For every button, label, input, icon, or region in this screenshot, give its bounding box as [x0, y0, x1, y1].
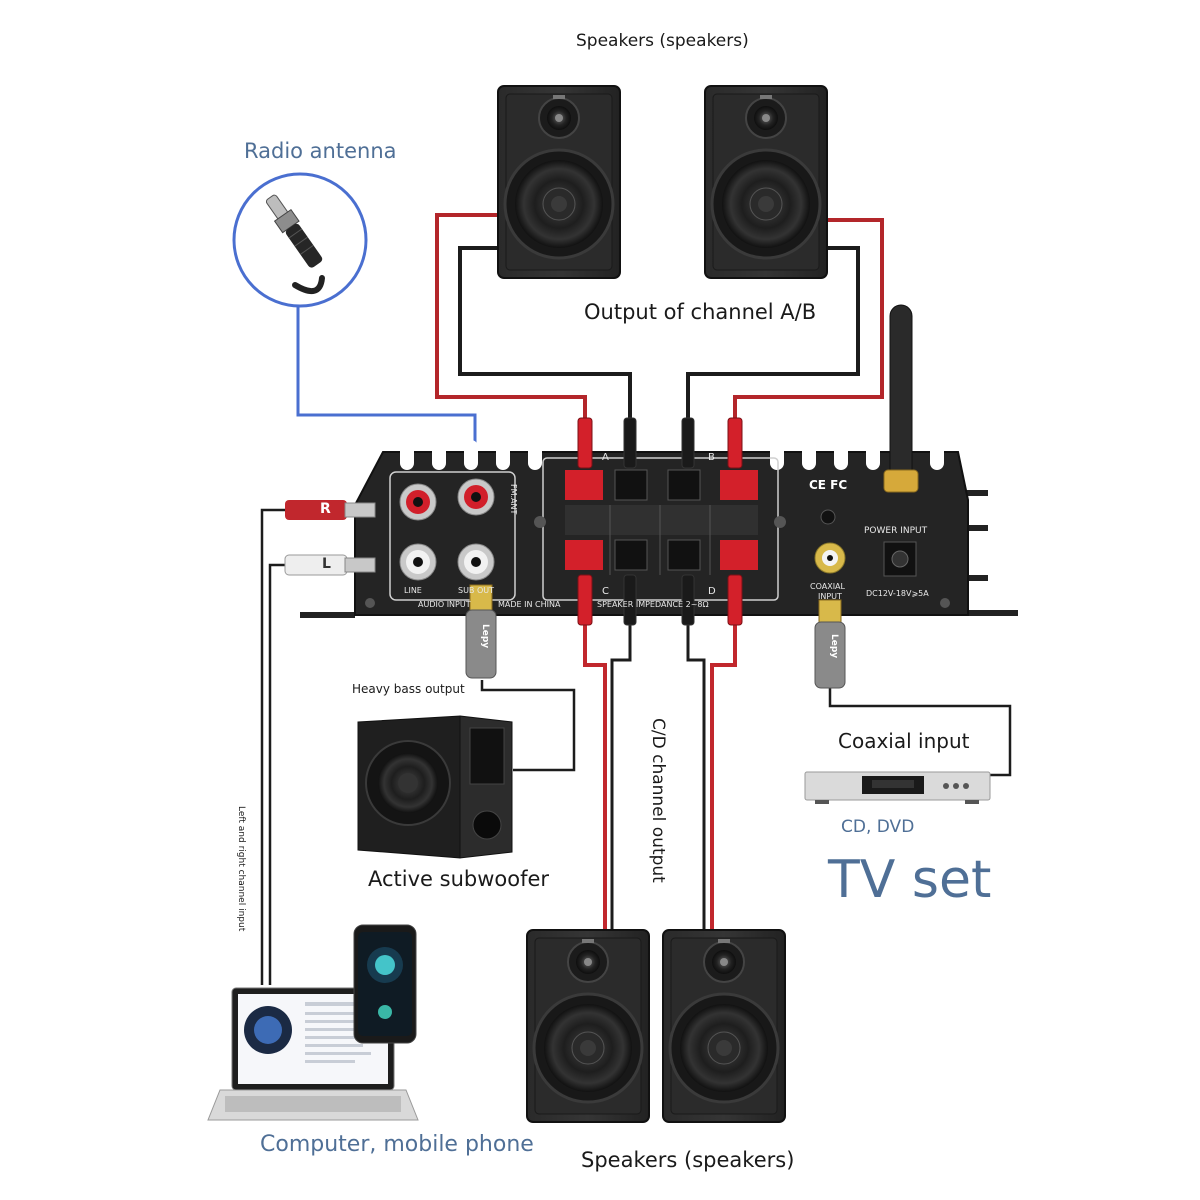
label-heavy-bass: Heavy bass output [352, 682, 465, 696]
panel-terminal-c: C [602, 586, 609, 597]
panel-sub-out: SUB OUT [458, 586, 495, 595]
wire-bottom-black-2 [686, 625, 706, 935]
panel-made-in-china: MADE IN CHINA [498, 600, 561, 609]
mobile-phone [353, 924, 417, 1044]
subwoofer [357, 715, 513, 859]
speaker-top-left [496, 84, 622, 280]
wire-top-right-black [686, 246, 860, 430]
speaker-plugs-top [577, 417, 743, 469]
label-computer-phone: Computer, mobile phone [260, 1132, 534, 1157]
speaker-bottom-right [661, 928, 787, 1124]
panel-terminal-d: D [708, 586, 716, 597]
panel-dc-spec: DC12V-18V⩾5A [866, 589, 929, 598]
wire-top-left-black [458, 246, 632, 430]
panel-coaxial-input: INPUT [818, 592, 842, 601]
wire-input-r [260, 508, 285, 985]
speaker-top-right [703, 84, 829, 280]
label-lr-input: Left and right channel input [236, 806, 246, 932]
panel-fm-ant: FM.ANT [509, 484, 518, 515]
panel-coaxial: COAXIAL [810, 582, 845, 591]
wire-subwoofer [480, 680, 576, 772]
label-tv-set: TV set [828, 850, 992, 910]
panel-terminal-a: A [602, 452, 609, 463]
label-speakers-bottom: Speakers (speakers) [581, 1148, 795, 1172]
wire-bottom-black-1 [610, 625, 632, 935]
cd-dvd-player [804, 771, 991, 804]
plug-brand-coax: Lepy [829, 634, 839, 659]
plug-brand-sub: Lepy [480, 624, 490, 649]
wire-bottom-red-1 [583, 625, 607, 935]
label-coaxial-input: Coaxial input [838, 729, 970, 753]
coaxial-plug [814, 599, 846, 689]
label-active-subwoofer: Active subwoofer [368, 867, 550, 891]
panel-r-label: R [320, 501, 331, 517]
wire-coaxial [828, 688, 1012, 777]
label-output-ab: Output of channel A/B [584, 300, 817, 324]
panel-audio-input: AUDIO INPUT [418, 600, 471, 609]
label-cd-dvd: CD, DVD [841, 817, 915, 837]
amplifier [300, 304, 1018, 618]
speaker-bottom-left [525, 928, 651, 1124]
panel-speaker-impedance: SPEAKER IMPEDANCE 2~8Ω [597, 600, 709, 609]
label-radio-antenna: Radio antenna [244, 139, 397, 163]
wire-bottom-red-2 [710, 625, 737, 935]
wire-input-l [268, 563, 285, 985]
sub-out-plug [465, 584, 497, 679]
panel-terminal-b: B [708, 452, 715, 463]
wire-top-right-red [733, 218, 884, 430]
panel-ce-fc: CE FC [809, 478, 848, 492]
wire-top-left-red [435, 213, 587, 430]
label-cd-channel: C/D channel output [648, 718, 668, 883]
panel-power-input: POWER INPUT [864, 526, 928, 536]
label-speakers-top: Speakers (speakers) [576, 31, 749, 51]
rca-input-plugs [284, 500, 376, 576]
panel-line: LINE [404, 586, 422, 595]
panel-l-label: L [322, 556, 331, 572]
radio-antenna-icon [232, 172, 368, 308]
speaker-plugs-bottom [577, 574, 743, 626]
